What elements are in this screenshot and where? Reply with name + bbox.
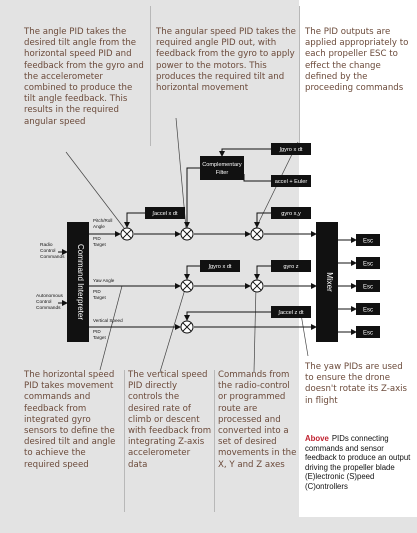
- angle-pid-caption: The angle PID takes the desired tilt ang…: [24, 27, 144, 127]
- sensor-gyro-angular: [271, 207, 311, 219]
- esc-label: Esc: [363, 285, 373, 291]
- complementary-filter-label-1: Complementary: [202, 162, 242, 168]
- pitch-roll-target-3: PID: [93, 236, 101, 241]
- yaw-target-2: PID: [93, 289, 101, 294]
- column-divider: [124, 370, 125, 512]
- sensor-accel-euler-label: accel + Euler: [275, 179, 308, 185]
- yaw-target-1: Yaw Angle: [93, 278, 115, 283]
- mixer-label: Mixer: [325, 272, 334, 292]
- radio-control-label-1: Radio: [40, 242, 53, 248]
- esc-label: Esc: [363, 239, 373, 245]
- commands-caption: Commands from the radio-control or progr…: [218, 370, 297, 470]
- sensor-accel-mid-label: ∫accel x dt: [151, 211, 178, 217]
- sensor-gyro-mid: [200, 260, 240, 272]
- sensor-gyro-top-label: ∫gyro x dt: [279, 147, 303, 153]
- vertical-target-1: Vertical Speed: [93, 318, 123, 323]
- command-interpreter-block: [67, 222, 89, 342]
- column-divider: [150, 6, 151, 146]
- pitch-roll-target-1: Pitch/Roll: [93, 218, 112, 223]
- esc-label: Esc: [363, 331, 373, 337]
- yaw-target-3: Target: [93, 295, 106, 300]
- sensor-gyro-top: [271, 143, 311, 155]
- pid-outputs-caption: The PID outputs are applied appropriatel…: [305, 27, 409, 94]
- esc-block: [356, 326, 380, 338]
- esc-label: Esc: [363, 308, 373, 314]
- vertical-target-2: PID: [93, 329, 101, 334]
- radio-control-label-3: Commands: [40, 254, 65, 260]
- autonomous-control-label-2: Control: [36, 299, 51, 305]
- sensor-accel-euler: [271, 175, 311, 187]
- horizontal-speed-pid-caption: The horizontal speed PID takes movement …: [24, 370, 116, 470]
- diagram-panel: [0, 0, 299, 533]
- esc-block: [356, 234, 380, 246]
- autonomous-control-label-1: Autonomous: [36, 293, 64, 299]
- vertical-speed-pid-caption: The vertical speed PID directly controls…: [128, 370, 212, 470]
- pitch-roll-target-4: Target: [93, 242, 106, 247]
- figure-caption-text: PIDs connecting commands and sensor feed…: [305, 434, 411, 491]
- autonomous-control-label-3: Commands: [36, 305, 61, 311]
- sensor-gyro-mid-label: ∫gyro x dt: [208, 264, 232, 270]
- sensor-gyro-small-label: gyro z: [283, 264, 298, 270]
- mixer-block: [316, 222, 338, 342]
- radio-control-label-2: Control: [40, 248, 55, 254]
- yaw-pids-caption: The yaw PIDs are used to ensure the dron…: [305, 362, 408, 406]
- pitch-roll-target-2: Angle: [93, 224, 105, 229]
- sensor-gyro-angular-label: gyro x,y: [281, 211, 301, 217]
- esc-block: [356, 303, 380, 315]
- complementary-filter-block: [200, 156, 244, 180]
- angular-speed-pid-caption: The angular speed PID takes the required…: [156, 27, 296, 94]
- column-divider: [214, 370, 215, 512]
- figure-caption-lead: Above: [305, 434, 329, 443]
- esc-block: [356, 257, 380, 269]
- column-divider: [299, 6, 300, 146]
- command-interpreter-label: Command Interpreter: [76, 244, 85, 320]
- sensor-accel-mid: [145, 207, 185, 219]
- complementary-filter-label-2: Filter: [216, 170, 229, 176]
- sensor-gyro-small: [271, 260, 311, 272]
- vertical-target-3: Target: [93, 335, 106, 340]
- esc-label: Esc: [363, 262, 373, 268]
- sensor-accel-bottom: [271, 306, 311, 318]
- page-footer-bar: [0, 517, 417, 533]
- sensor-accel-bottom-label: ∫accel z dt: [277, 310, 304, 316]
- esc-block: [356, 280, 380, 292]
